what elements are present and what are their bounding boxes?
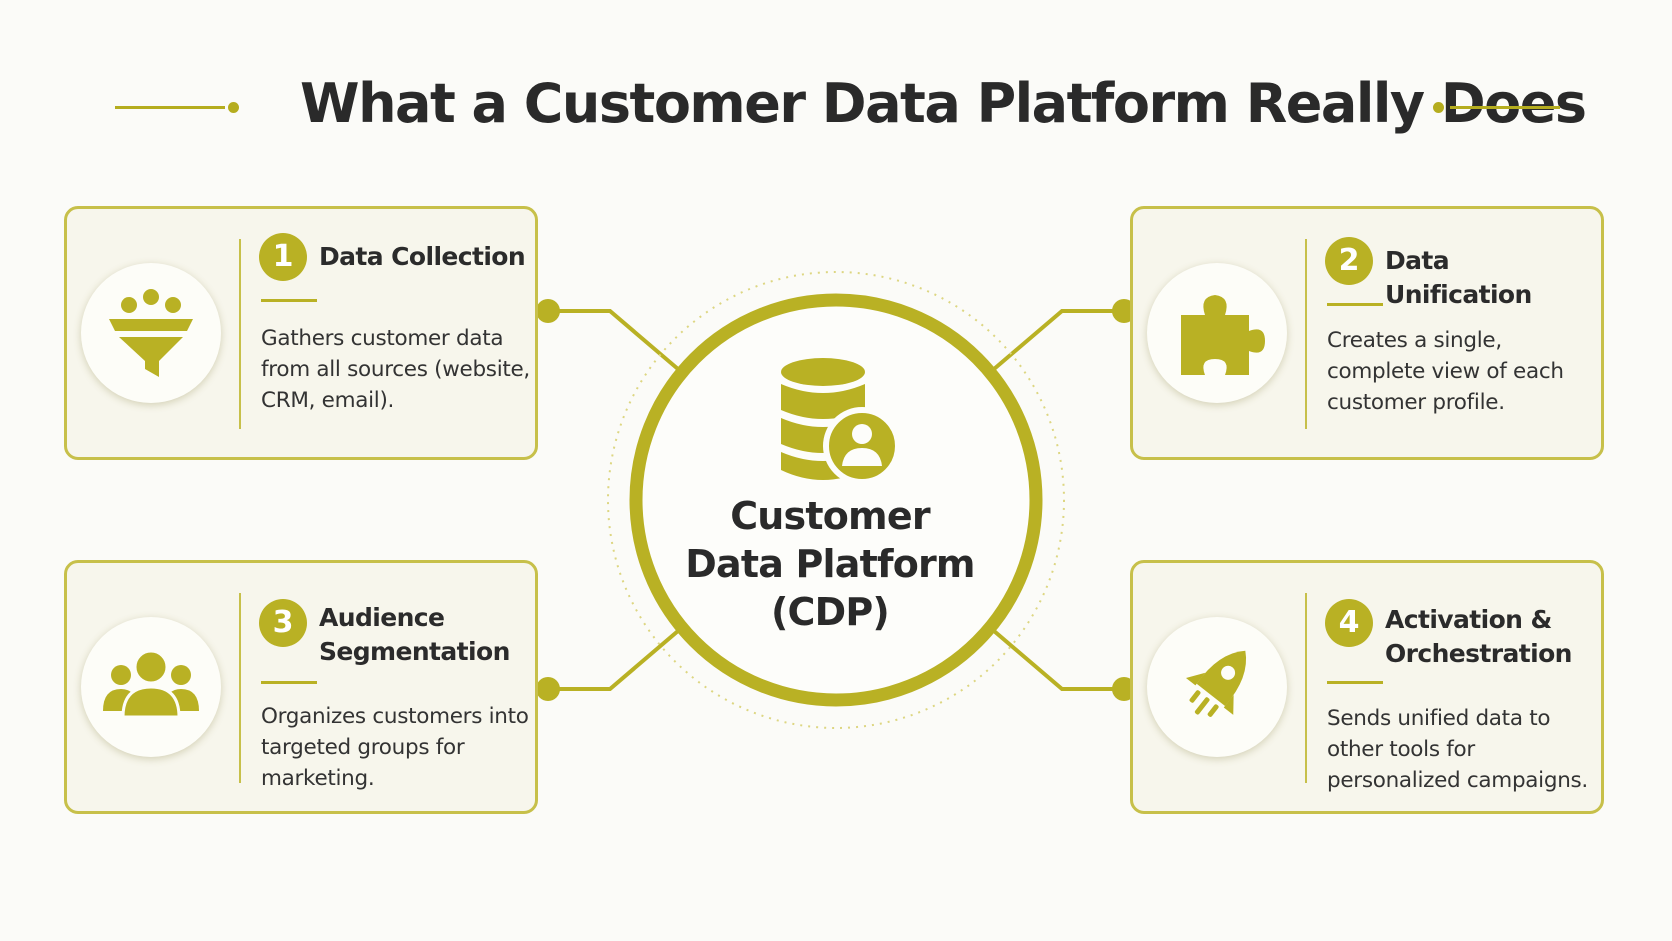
title-left-line: [115, 106, 225, 109]
card-description: Sends unified data to other tools for pe…: [1327, 706, 1588, 793]
card-audience-segmentation: 3 Audience Segmentation Organizes custom…: [64, 560, 538, 814]
people-group-icon: [103, 649, 199, 719]
card-divider: [239, 239, 241, 429]
hub-label-line-2: Data Platform: [685, 542, 975, 586]
card-data-unification: 2 Data Unification Creates a single, com…: [1130, 206, 1604, 460]
card-divider: [1305, 239, 1307, 429]
title-underline: [261, 299, 317, 302]
title-right-dot: [1433, 102, 1444, 113]
step-number-badge: 2: [1325, 237, 1373, 285]
card-divider: [239, 593, 241, 783]
step-number-badge: 1: [259, 233, 307, 281]
connector-line-3: [546, 623, 687, 691]
title-row: What a Customer Data Platform Really Doe…: [0, 62, 1672, 152]
hub-label-line-1: Customer: [730, 494, 930, 538]
card-activation-orchestration: 4 Activation & Orchestration Sends unifi…: [1130, 560, 1604, 814]
card-title: Data Unification: [1385, 246, 1532, 309]
connector-line-1: [546, 309, 687, 377]
title-underline: [1327, 303, 1383, 306]
title-left-dot: [228, 102, 239, 113]
card-description: Organizes customers into targeted groups…: [261, 704, 529, 791]
card-title: Data Collection: [319, 242, 526, 271]
connector-line-2: [985, 309, 1126, 377]
title-underline: [261, 681, 317, 684]
database-user-icon: [781, 358, 901, 485]
card-title: Activation & Orchestration: [1385, 605, 1572, 668]
rocket-icon: [1185, 650, 1247, 717]
icon-badge: [1147, 263, 1287, 403]
hub-label-line-3: (CDP): [770, 590, 890, 634]
connector-dot-3: [536, 677, 560, 701]
connector-line-4: [985, 623, 1126, 691]
funnel-icon: [109, 289, 193, 377]
card-divider: [1305, 593, 1307, 783]
hub-label: Customer Data Platform (CDP): [640, 492, 1020, 636]
title-underline: [1327, 681, 1383, 684]
page-title: What a Customer Data Platform Really Doe…: [300, 72, 1587, 135]
step-number-badge: 3: [259, 599, 307, 647]
icon-badge: [81, 263, 221, 403]
title-right-line: [1450, 106, 1560, 109]
puzzle-icon: [1181, 295, 1265, 375]
icon-badge: [81, 617, 221, 757]
card-data-collection: 1 Data Collection Gathers customer data …: [64, 206, 538, 460]
hub-dotted-ring: [607, 271, 1065, 729]
card-title: Audience Segmentation: [319, 603, 510, 666]
card-description: Gathers customer data from all sources (…: [261, 326, 530, 413]
card-description: Creates a single, complete view of each …: [1327, 328, 1564, 415]
step-number-badge: 4: [1325, 599, 1373, 647]
icon-badge: [1147, 617, 1287, 757]
hub-circle: [629, 293, 1043, 707]
connector-dot-1: [536, 299, 560, 323]
